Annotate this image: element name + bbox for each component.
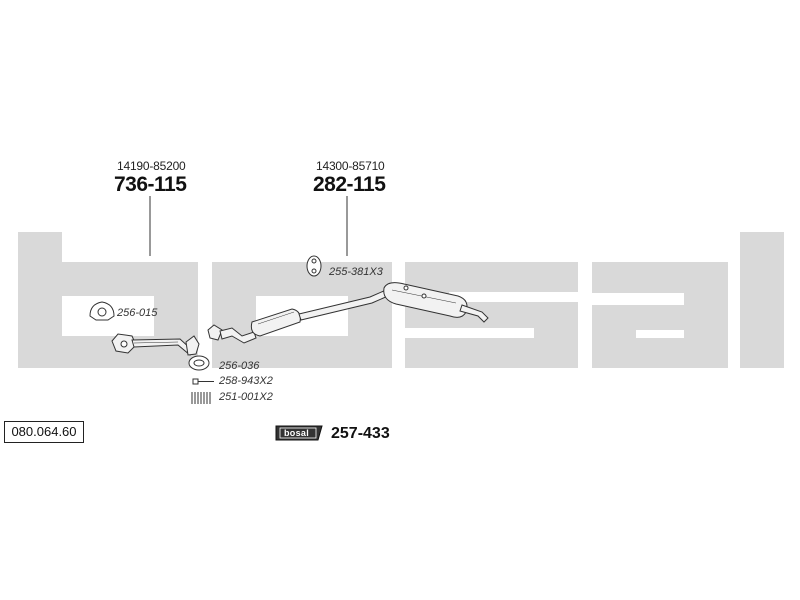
bosal-badge-icon: [275, 425, 323, 441]
catalog-number-box: 080.064.60: [4, 421, 84, 443]
oe-number-rear-silencer: 14300-85710: [316, 159, 385, 173]
intermediate-silencer: [250, 308, 301, 337]
middle-pipe-drawing: [207, 289, 389, 344]
watermark-letter-o: [212, 262, 392, 368]
watermark-letter-s: [405, 262, 578, 368]
part-number-rear-silencer[interactable]: 282-115: [313, 173, 386, 196]
part-number-front-pipe[interactable]: 736-115: [114, 173, 187, 196]
accessory-label-gasket[interactable]: 256-015: [117, 307, 158, 319]
bolt-icon: [192, 378, 214, 385]
accessory-label-ring-gasket[interactable]: 256-036: [219, 360, 260, 372]
accessory-label-spring[interactable]: 251-001X2: [219, 391, 273, 403]
oe-number-front-pipe: 14190-85200: [117, 159, 186, 173]
tail-pipe: [459, 304, 489, 323]
rear-silencer-drawing: [383, 282, 489, 323]
watermark-letter-b: [18, 232, 198, 368]
watermark-letter-a: [592, 262, 728, 368]
gasket-icon: [89, 301, 115, 321]
bosal-badge-label: bosal: [284, 428, 310, 438]
accessory-label-bolt[interactable]: 258-943X2: [219, 375, 273, 387]
brand-watermark: [18, 232, 784, 368]
ring-gasket-icon: [188, 355, 210, 371]
front-pipe-drawing: [111, 333, 200, 356]
watermark-letter-l: [740, 232, 784, 368]
accessory-label-rubber-hanger[interactable]: 255-381X3: [329, 266, 383, 278]
mounting-kit-number[interactable]: 257-433: [331, 425, 390, 442]
rubber-hanger-icon: [306, 255, 322, 277]
spring-icon: [191, 392, 211, 404]
